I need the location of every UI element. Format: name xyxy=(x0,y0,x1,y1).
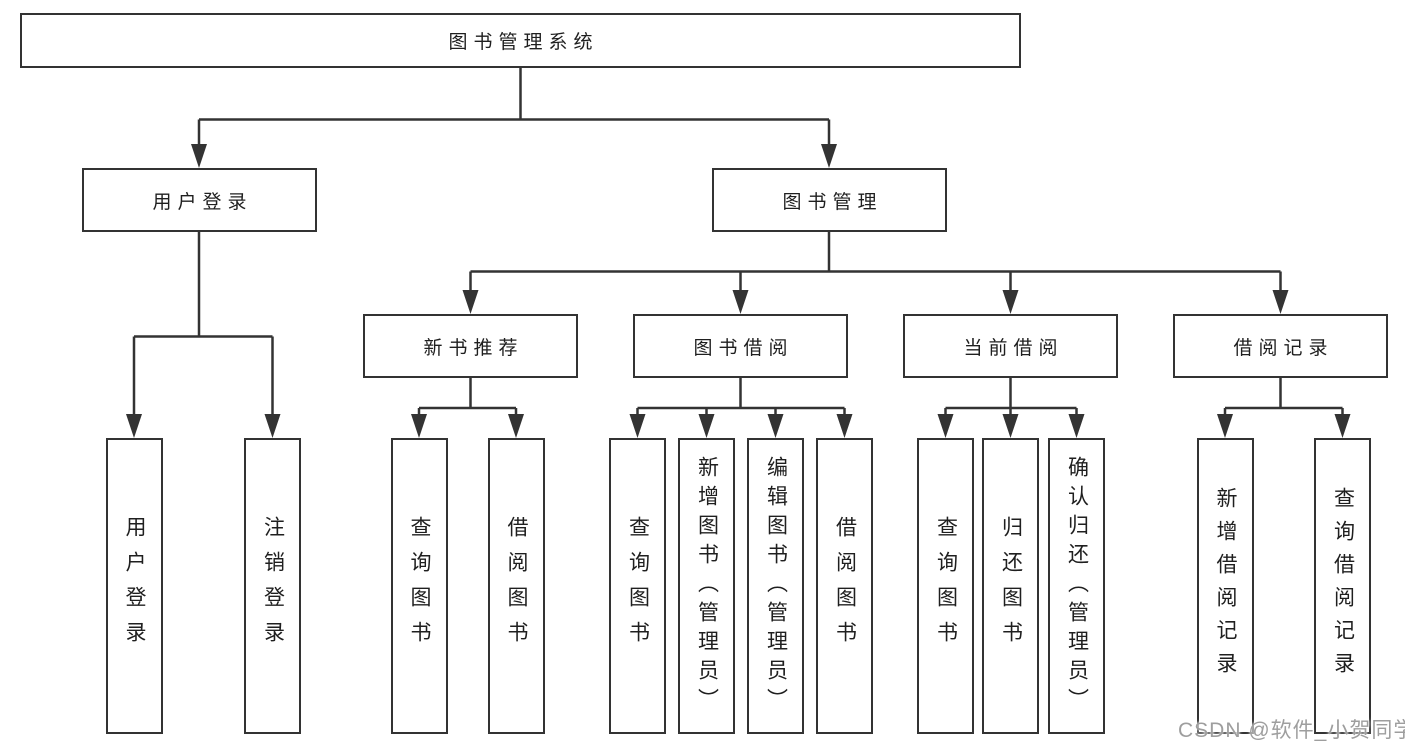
node-current-borrowing: 当前借阅 xyxy=(903,314,1118,378)
leaf-query-books-current: 查询图书 xyxy=(917,438,974,734)
leaf-add-borrow-record: 新增借阅记录 xyxy=(1196,438,1254,734)
node-user-login: 用户登录 xyxy=(82,168,317,232)
leaf-query-books-borrowing: 查询图书 xyxy=(609,438,666,734)
leaf-add-books-admin: 新增图书（管理员） xyxy=(678,438,735,734)
leaf-borrow-books-borrowing: 借阅图书 xyxy=(816,438,873,734)
node-book-borrowing: 图书借阅 xyxy=(633,314,848,378)
leaf-query-borrow-record: 查询借阅记录 xyxy=(1314,438,1371,734)
leaf-logout: 注销登录 xyxy=(244,438,301,734)
leaf-edit-books-admin: 编辑图书（管理员） xyxy=(747,438,804,734)
node-book-management-system: 图书管理系统 xyxy=(20,13,1021,68)
leaf-confirm-return-admin: 确认归还（管理员） xyxy=(1048,438,1105,734)
leaf-user-login: 用户登录 xyxy=(105,438,163,734)
node-book-management: 图书管理 xyxy=(712,168,947,232)
watermark: CSDN @软件_小贺同学 xyxy=(1178,719,1405,742)
node-borrowing-records: 借阅记录 xyxy=(1173,314,1388,378)
leaf-borrow-books-recommend: 借阅图书 xyxy=(487,438,545,734)
leaf-query-books-recommend: 查询图书 xyxy=(390,438,448,734)
node-new-book-recommendation: 新书推荐 xyxy=(363,314,578,378)
leaf-return-books: 归还图书 xyxy=(982,438,1039,734)
